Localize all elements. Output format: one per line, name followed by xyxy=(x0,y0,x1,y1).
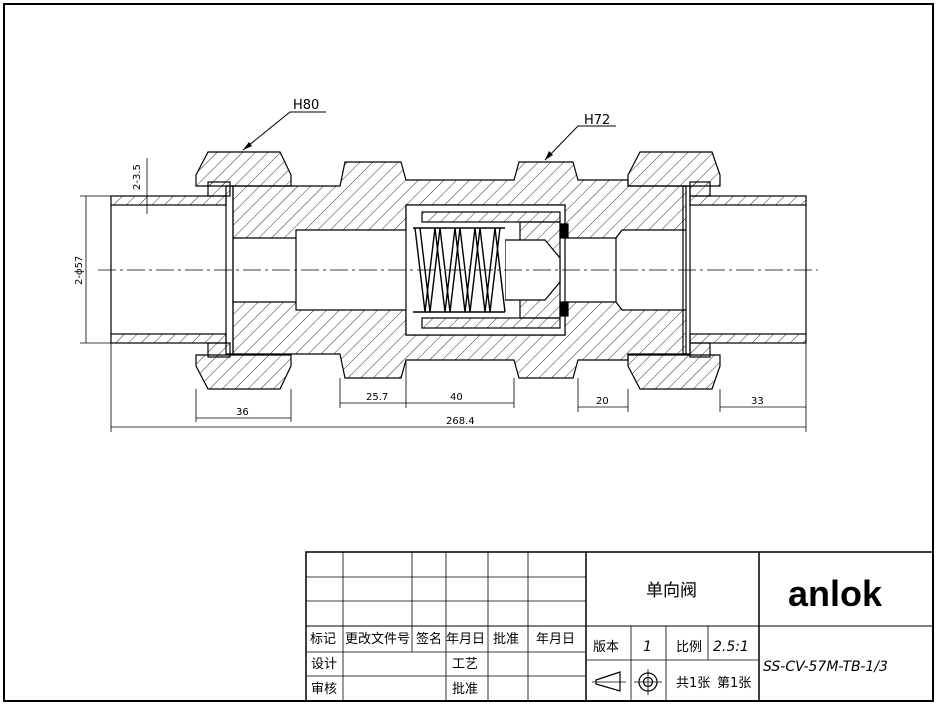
part-name: 单向阀 xyxy=(646,581,697,601)
dim-tube-right: 33 xyxy=(751,396,764,407)
right-tube-wall-top xyxy=(689,195,807,206)
dim-body-c: 20 xyxy=(596,396,609,407)
part-drawing xyxy=(98,151,818,390)
hdr-change-doc: 更改文件号 xyxy=(345,632,410,647)
dim-overall: 268.4 xyxy=(446,416,475,427)
scale-value: 2.5:1 xyxy=(713,639,749,655)
poppet-cage-bottom xyxy=(421,317,561,329)
right-nut-top xyxy=(627,151,721,187)
left-nut-inner-bottom xyxy=(207,342,231,358)
poppet-cage-top xyxy=(421,211,561,223)
o-ring-top xyxy=(559,223,569,239)
left-tube-wall-bottom xyxy=(110,333,227,344)
sheets-total: 共1张 xyxy=(676,676,710,691)
hdr-date-2: 年月日 xyxy=(536,632,575,647)
right-nut-bottom xyxy=(627,354,721,390)
right-tube-wall-bottom xyxy=(689,333,807,344)
drawing-number: SS-CV-57M-TB-1/3 xyxy=(763,659,888,675)
dim-body-a: 25.7 xyxy=(366,392,388,403)
dim-wall: 2-3.5 xyxy=(132,164,143,190)
left-tube-wall-top xyxy=(110,195,227,206)
dim-nut-left: 36 xyxy=(236,407,249,418)
label-version: 版本 xyxy=(593,640,619,655)
dimension-lines xyxy=(80,158,807,432)
sheet-number: 第1张 xyxy=(717,676,751,691)
projection-symbol-icon xyxy=(592,669,662,695)
weld-label-left: H80 xyxy=(293,98,319,113)
left-nut-inner-top xyxy=(207,181,231,197)
hdr-approve-1: 批准 xyxy=(493,632,519,647)
right-nut-inner-top xyxy=(689,181,711,197)
label-design: 设计 xyxy=(311,657,337,672)
left-nut-top xyxy=(195,151,292,187)
dim-body-b: 40 xyxy=(450,392,463,403)
o-ring-bottom xyxy=(559,301,569,317)
label-process: 工艺 xyxy=(452,657,478,672)
hdr-sign: 签名 xyxy=(416,631,442,647)
weld-label-right: H72 xyxy=(584,113,610,128)
dim-bore: 2-ϕ57 xyxy=(74,256,85,285)
label-scale: 比例 xyxy=(676,640,702,655)
label-check: 审核 xyxy=(311,682,337,697)
hdr-date-1: 年月日 xyxy=(446,632,485,647)
leaders xyxy=(242,111,616,161)
left-nut-bottom xyxy=(195,354,292,390)
version-value: 1 xyxy=(643,639,652,655)
label-approve: 批准 xyxy=(452,682,478,697)
hdr-mark: 标记 xyxy=(310,632,336,647)
title-block xyxy=(305,551,934,702)
company-logo: anlok xyxy=(788,573,883,614)
right-nut-inner-bottom xyxy=(689,342,711,358)
